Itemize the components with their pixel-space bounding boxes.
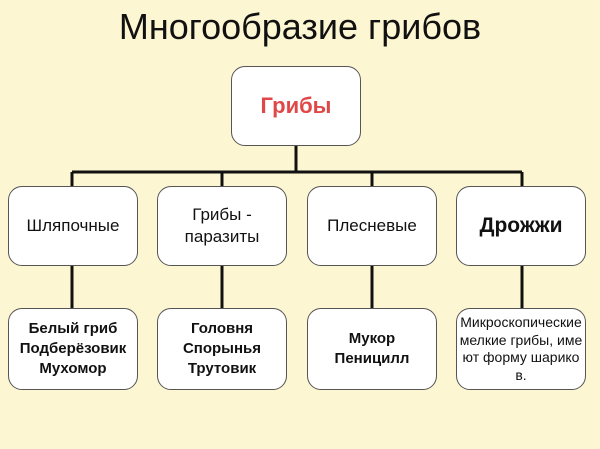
example-item: Головня <box>190 319 254 337</box>
category-label: Дрожжи <box>479 214 563 238</box>
category-label: Плесневые <box>327 215 417 235</box>
example-item: Белый гриб <box>28 319 118 337</box>
category-node-cap-mushrooms: Шляпочные <box>8 186 138 266</box>
examples-node-yeasts: Микроскопические мелкие грибы, имеют фор… <box>456 308 586 390</box>
example-item: Подберёзовик <box>19 339 127 357</box>
root-label: Грибы <box>260 93 332 118</box>
example-item: Трутовик <box>187 360 257 378</box>
example-item: Мухомор <box>39 360 107 378</box>
category-node-molds: Плесневые <box>307 186 437 266</box>
examples-node-parasites: Головня Спорынья Трутовик <box>157 308 287 390</box>
root-node: Грибы <box>231 66 361 146</box>
diagram-title: Многообразие грибов <box>118 6 482 47</box>
category-label: Грибы - паразиты <box>184 204 260 246</box>
category-node-parasites: Грибы - паразиты <box>157 186 287 266</box>
category-node-yeasts: Дрожжи <box>456 186 586 266</box>
examples-node-molds: Мукор Пеницилл <box>307 308 437 390</box>
example-item: Спорынья <box>182 339 262 357</box>
examples-node-cap-mushrooms: Белый гриб Подберёзовик Мухомор <box>8 308 138 390</box>
example-item: Пеницилл <box>334 350 410 367</box>
example-item: Мукор <box>348 329 396 347</box>
category-label: Шляпочные <box>26 215 120 235</box>
example-description: Микроскопические мелкие грибы, имеют фор… <box>459 314 583 383</box>
